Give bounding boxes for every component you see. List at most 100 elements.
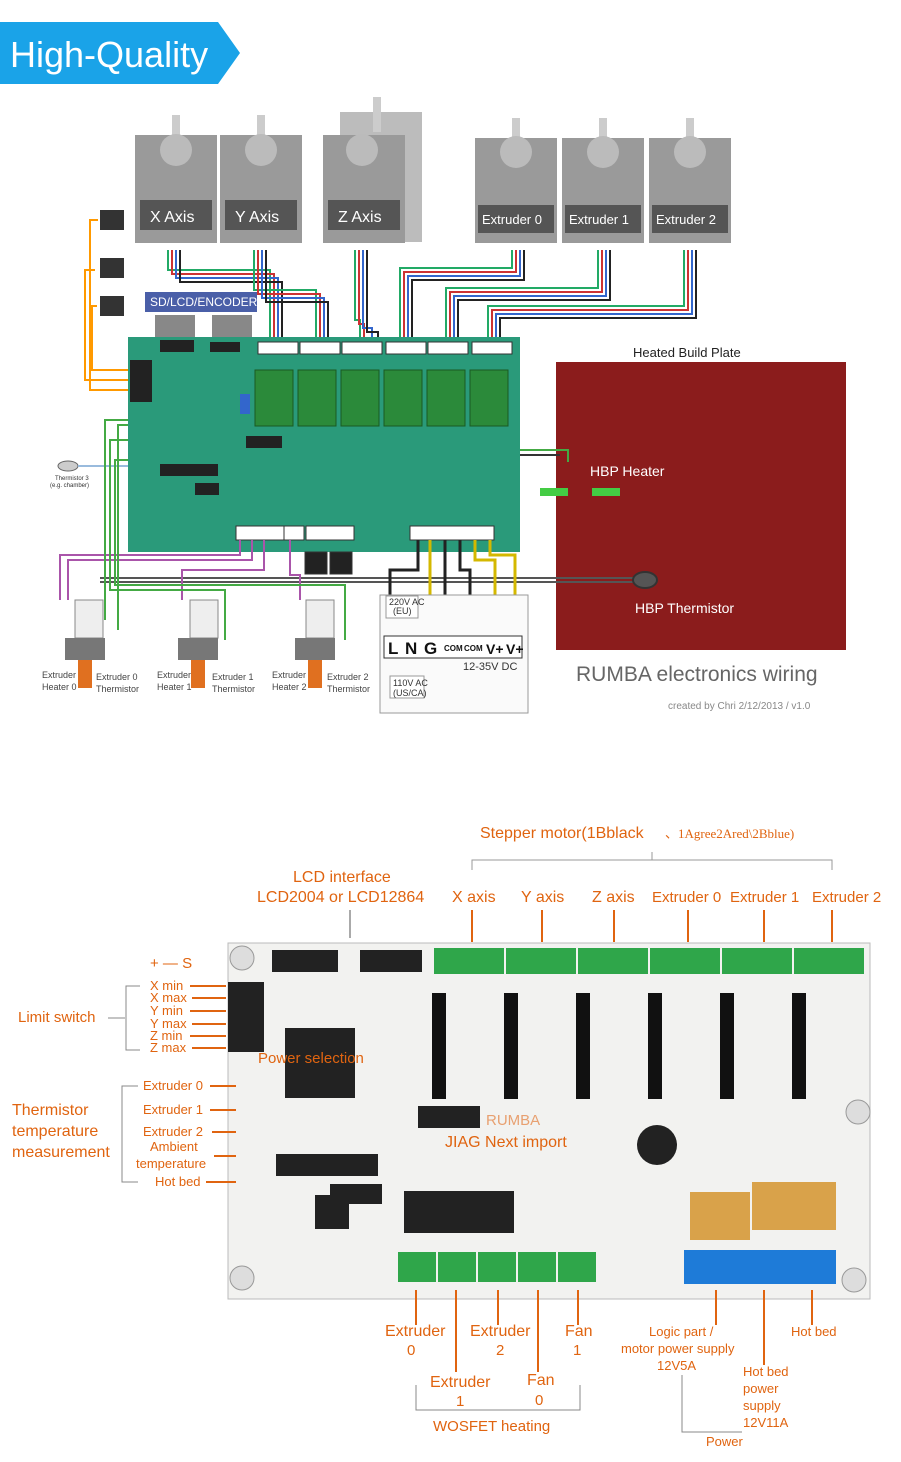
- hbp-thermistor-label: HBP Thermistor: [635, 600, 734, 616]
- psu-terminal-com: COM: [444, 644, 463, 653]
- thermistor-item: Hot bed: [155, 1174, 201, 1189]
- hbp-heater-label: HBP Heater: [590, 463, 665, 479]
- component-label: Extruder: [157, 670, 191, 680]
- power-components: [229, 945, 871, 1293]
- diagram-credit: created by Chri 2/12/2013 / v1.0: [668, 701, 811, 712]
- label-extruder1-num: 1: [456, 1393, 464, 1410]
- label-fan0: Fan: [527, 1372, 555, 1389]
- thermistor-3-label: Thermistor 3: [55, 476, 89, 482]
- psu-terminal-vplus: V+: [486, 641, 504, 657]
- limit-switch-label: Limit switch: [18, 1009, 96, 1026]
- ac220-label: 220V AC: [389, 597, 425, 607]
- label-extruder0-num: 0: [407, 1342, 415, 1359]
- heater-fan-terminals: [398, 1250, 836, 1284]
- endstop-labels: X min X max Y min Y max Z min Z max: [150, 978, 187, 1055]
- hotbed-power-label: Hot bed: [743, 1364, 789, 1379]
- endstop-label: Y min: [150, 1003, 183, 1018]
- motor-label: Extruder 2: [656, 212, 716, 227]
- heated-build-plate-title: Heated Build Plate: [633, 345, 741, 360]
- label-fan0-num: 0: [535, 1392, 543, 1409]
- label-extruder2: Extruder: [470, 1323, 531, 1340]
- endstop-label: Y max: [150, 1016, 187, 1031]
- axis-label: Y axis: [521, 889, 564, 906]
- mcu-chip: [285, 1028, 355, 1098]
- hotbed-power-label: 12V11A: [743, 1415, 789, 1430]
- wiring-diagram: X Axis Y Axis Z Axis Extruder 0 Extruder…: [42, 97, 846, 714]
- ac110-label: 110V AC: [393, 678, 428, 688]
- psu-terminal-n: N: [405, 639, 417, 658]
- stepper-header-a: Stepper motor(1Bblack: [480, 825, 645, 842]
- annotated-board: Stepper motor(1Bblack 、1Agree2Ared\2Bblu…: [12, 825, 881, 1449]
- axis-label: Extruder 0: [652, 889, 721, 906]
- logic-label: motor power supply: [621, 1341, 735, 1356]
- label-extruder0: Extruder: [385, 1323, 446, 1340]
- banner-arrow-shape: [0, 22, 240, 84]
- thermistor-item: Extruder 2: [143, 1124, 203, 1139]
- bottom-component-labels: Extruder Heater 0 Extruder 0 Thermistor …: [42, 670, 370, 694]
- thermistor-3-probe: [57, 460, 79, 472]
- stepper-driver-sockets: [432, 993, 806, 1099]
- hotbed-label: Hot bed: [791, 1324, 837, 1339]
- endstop-label: Z max: [150, 1040, 187, 1055]
- component-label: Thermistor: [327, 684, 370, 694]
- motor-extruder-2: Extruder 2: [649, 118, 731, 243]
- thermistor-3-note: (e.g. chamber): [50, 483, 89, 489]
- thermistor-title: Thermistor temperature measurement: [12, 1102, 110, 1161]
- label-extruder1: Extruder: [430, 1374, 491, 1391]
- stepper-terminal-blocks: [434, 948, 864, 974]
- ac220-region: (EU): [393, 606, 412, 616]
- thermistor-item: Extruder 1: [143, 1102, 203, 1117]
- board-headers: [130, 340, 282, 495]
- pm-s-label: + — S: [150, 955, 192, 972]
- board-terminals: [235, 525, 495, 575]
- stepper-headers: [257, 341, 513, 355]
- hotbed-power-label: supply: [743, 1398, 781, 1413]
- component-label: Heater 2: [272, 682, 307, 692]
- psu-dc-label: 12-35V DC: [463, 661, 517, 673]
- bottom-arrows: [415, 1290, 813, 1372]
- hbp-wires: [100, 449, 658, 589]
- endstop-label: X max: [150, 990, 187, 1005]
- psu-terminal-vplus: V+: [506, 641, 524, 657]
- power-selection-label: Power selection: [258, 1050, 364, 1067]
- motor-label: Extruder 1: [569, 212, 629, 227]
- motor-label: Z Axis: [338, 209, 382, 226]
- label-fan1: Fan: [565, 1323, 593, 1340]
- diagram-title: RUMBA electronics wiring: [576, 663, 818, 686]
- thermistor-item: Ambient: [150, 1139, 198, 1154]
- motor-label: Y Axis: [235, 209, 279, 226]
- extruder-heaters: [65, 599, 335, 688]
- stepper-header-b: 、1Agree2Ared\2Bblue): [665, 826, 794, 841]
- psu-terminal-l: L: [388, 639, 398, 658]
- component-label: Extruder 0: [96, 672, 138, 682]
- motor-x-axis: X Axis: [135, 115, 217, 243]
- hotbed-power-label: power: [743, 1381, 779, 1396]
- component-label: Heater 1: [157, 682, 192, 692]
- axis-arrows: [471, 910, 833, 942]
- power-label: Power: [706, 1434, 744, 1449]
- thermistor-item: Extruder 0: [143, 1078, 203, 1093]
- thermistor-arrows: [206, 1085, 236, 1183]
- motor-wires: [167, 250, 697, 340]
- sd-lcd-encoder-tag: [145, 292, 257, 312]
- rumba-board: [128, 337, 520, 552]
- svg-text:Thermistor: Thermistor: [12, 1102, 89, 1119]
- endstop-label: X min: [150, 978, 183, 993]
- thermistor-items: Extruder 0 Extruder 1 Extruder 2 Ambient…: [136, 1078, 206, 1189]
- psu-terminal-com: COM: [464, 644, 483, 653]
- svg-text:temperature: temperature: [12, 1123, 98, 1140]
- logic-label: 12V5A: [657, 1358, 696, 1373]
- rumba-silkscreen: RUMBA: [486, 1112, 540, 1129]
- banner-title: High-Quality: [10, 34, 209, 75]
- axis-labels: X axis Y axis Z axis Extruder 0 Extruder…: [452, 889, 881, 906]
- extruder-wires: [59, 419, 346, 640]
- high-quality-banner: High-Quality: [0, 22, 240, 84]
- motor-label: X Axis: [150, 209, 194, 226]
- heated-build-plate: [556, 362, 846, 650]
- svg-text:measurement: measurement: [12, 1144, 110, 1161]
- sd-lcd-encoder-label: SD/LCD/ENCODER: [150, 295, 258, 309]
- wosfet-heating-label: WOSFET heating: [433, 1418, 550, 1435]
- endstop-switches: [84, 210, 130, 391]
- component-label: Extruder 1: [212, 672, 254, 682]
- jtag-label: JIAG Next import: [445, 1134, 567, 1151]
